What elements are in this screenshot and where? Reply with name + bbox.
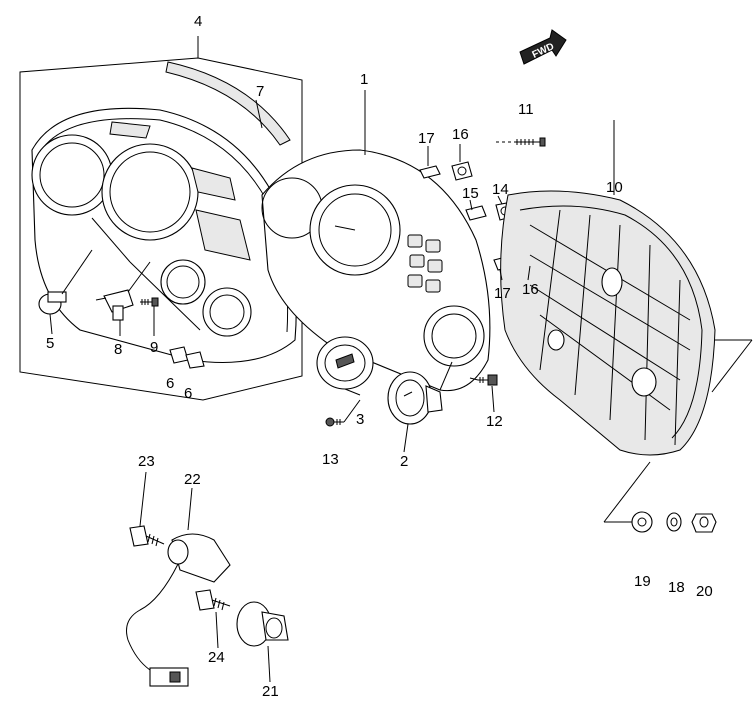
callout-2: 2 [400,453,409,470]
part-12-screw [469,374,498,386]
part-8-socket [95,261,151,321]
callout-15: 15 [462,185,479,202]
fwd-arrow-icon: FWD [519,29,567,65]
part-3-gauge [316,336,374,396]
callout-17b: 17 [494,285,511,302]
callout-9: 9 [150,339,159,356]
hardware-18-19-20 [603,461,717,533]
part-24-bolt [195,589,231,611]
callout-6a: 6 [166,375,175,392]
callout-23: 23 [138,453,155,470]
callout-19: 19 [634,573,651,590]
meter-case [31,107,297,364]
part-6-caps [169,346,205,369]
part-10-back-housing [500,120,753,456]
callout-17a: 17 [418,130,435,147]
part-5-bulb [38,249,93,315]
group-4-frame [19,36,303,401]
part-21-gear [236,601,289,647]
callout-13: 13 [322,451,339,468]
callout-12: 12 [486,413,503,430]
callout-14: 14 [492,181,509,198]
part-11-screw [496,137,546,147]
part-1-dial-panel [261,90,491,392]
callout-16b: 16 [522,281,539,298]
part-9-screw [140,297,159,307]
part-13-screw [325,399,361,427]
callout-6b: 6 [184,385,193,402]
callout-3: 3 [356,411,365,428]
callout-7: 7 [256,83,265,100]
part-23-bolt [129,525,165,547]
part-7-cover-strip [165,61,291,146]
callout-11: 11 [518,101,534,118]
callout-20: 20 [696,583,713,600]
leader-lines [49,99,531,683]
fwd-label: FWD [531,41,556,61]
callout-1: 1 [360,71,369,88]
callout-18: 18 [668,579,685,596]
callout-10: 10 [606,179,623,196]
callout-4: 4 [194,13,203,30]
callout-16a: 16 [452,126,469,143]
callout-8: 8 [114,341,123,358]
callout-22: 22 [184,471,201,488]
part-2-gauge [387,361,453,425]
callout-21: 21 [262,683,279,700]
callout-5: 5 [46,335,55,352]
callout-24: 24 [208,649,225,666]
part-22-sensor [126,533,231,687]
